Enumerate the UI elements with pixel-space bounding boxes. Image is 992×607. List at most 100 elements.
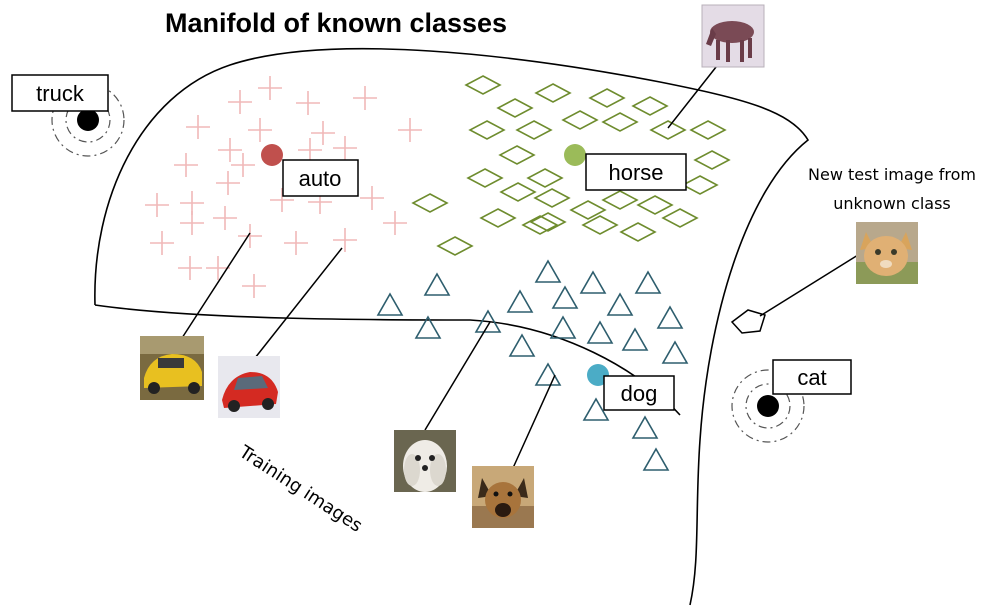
auto-label-box (282, 159, 359, 197)
auto-sample-cross (180, 211, 204, 235)
yellow-car-connector (181, 232, 251, 339)
horse-sample-diamond (619, 222, 657, 242)
dog-sample-triangle (551, 285, 579, 309)
horse-label: horse (608, 160, 663, 185)
dog-sample-triangle (534, 259, 562, 283)
auto-sample-cross (353, 86, 377, 110)
dog-label-box (603, 375, 675, 411)
auto-sample-cross (296, 91, 320, 115)
cat-marker-icon (731, 369, 805, 443)
horse-sample-diamond (515, 120, 553, 140)
auto-class-samples (145, 76, 422, 298)
red-car-connector (254, 247, 343, 359)
horse-sample-diamond (631, 96, 669, 116)
auto-sample-cross (150, 231, 174, 255)
auto-sample-cross (360, 186, 384, 210)
brown-dog-connector (512, 374, 556, 469)
auto-sample-cross (186, 115, 210, 139)
horse-sample-diamond (498, 145, 536, 165)
dog-sample-triangle (423, 272, 451, 296)
horse-sample-diamond (464, 75, 502, 95)
horse-sample-diamond (636, 195, 674, 215)
horse-sample-diamond (411, 193, 449, 213)
auto-sample-cross (258, 76, 282, 100)
horse-sample-diamond (689, 120, 727, 140)
horse-sample-diamond (601, 190, 639, 210)
dog-class-samples (376, 259, 689, 471)
auto-sample-cross (284, 231, 308, 255)
auto-sample-cross (270, 188, 294, 212)
dog-sample-triangle (474, 309, 502, 333)
auto-sample-cross (218, 138, 242, 162)
horse-sample-diamond (693, 150, 731, 170)
test-sample-pentagon-icon (730, 309, 766, 334)
auto-sample-cross (174, 153, 198, 177)
horse-sample-diamond (466, 168, 504, 188)
auto-center-dot (261, 144, 283, 166)
horse-sample-diamond (468, 120, 506, 140)
dog-sample-triangle (376, 292, 404, 316)
auto-sample-cross (178, 256, 202, 280)
dog-sample-triangle (631, 415, 659, 439)
horse-sample-diamond (601, 112, 639, 132)
dog-label: dog (621, 381, 658, 406)
manifold-surface (94, 47, 810, 606)
dog-sample-triangle (582, 397, 610, 421)
auto-sample-cross (238, 224, 262, 248)
dog-sample-triangle (586, 320, 614, 344)
dog-sample-triangle (606, 292, 634, 316)
dog-sample-triangle (534, 362, 562, 386)
horse-sample-diamond (521, 215, 559, 235)
new-test-annotation-line2: unknown class (833, 194, 951, 213)
horse-sample-diamond (499, 182, 537, 202)
auto-sample-cross (333, 136, 357, 160)
auto-label: auto (299, 166, 342, 191)
auto-sample-cross (213, 206, 237, 230)
auto-sample-cross (248, 118, 272, 142)
red-car-photo-icon (218, 356, 280, 418)
horse-sample-diamond (534, 83, 572, 103)
new-test-annotation-line1: New test image from (808, 165, 976, 184)
dog-sample-triangle (642, 447, 670, 471)
auto-sample-cross (228, 90, 252, 114)
dog-sample-triangle (549, 315, 577, 339)
auto-sample-cross (398, 118, 422, 142)
dog-sample-triangle (634, 270, 662, 294)
cat-label: cat (797, 365, 826, 390)
horse-photo-icon (701, 4, 765, 68)
horse-sample-diamond (479, 208, 517, 228)
auto-sample-cross (216, 171, 240, 195)
horse-sample-diamond (581, 215, 619, 235)
white-dog-connector (424, 321, 491, 431)
horse-sample-diamond (569, 200, 607, 220)
horse-center-dot (564, 144, 586, 166)
horse-sample-diamond (526, 168, 564, 188)
truck-label: truck (36, 81, 85, 106)
dog-sample-triangle (506, 289, 534, 313)
dog-sample-triangle (414, 315, 442, 339)
dog-sample-triangle (508, 333, 536, 357)
horse-sample-diamond (588, 88, 626, 108)
diagram-title: Manifold of known classes (165, 8, 507, 38)
auto-sample-cross (206, 256, 230, 280)
test-sample-connector (759, 254, 859, 317)
truck-label-box (11, 74, 109, 112)
horse-sample-diamond (496, 98, 534, 118)
cat-photo-icon (856, 222, 918, 284)
auto-sample-cross (145, 193, 169, 217)
white-dog-photo-icon (394, 430, 456, 492)
horse-class-samples (411, 75, 731, 256)
horse-sample-diamond (649, 120, 687, 140)
horse-sample-diamond (436, 236, 474, 256)
auto-sample-cross (333, 228, 357, 252)
horse-sample-diamond (529, 212, 567, 232)
dog-sample-triangle (661, 340, 689, 364)
training-images-annotation: Training images (234, 441, 366, 537)
horse-thumb-connector (667, 61, 721, 129)
horse-sample-diamond (681, 175, 719, 195)
horse-sample-diamond (533, 188, 571, 208)
horse-label-box (585, 153, 687, 191)
dog-sample-triangle (579, 270, 607, 294)
horse-sample-diamond (561, 110, 599, 130)
